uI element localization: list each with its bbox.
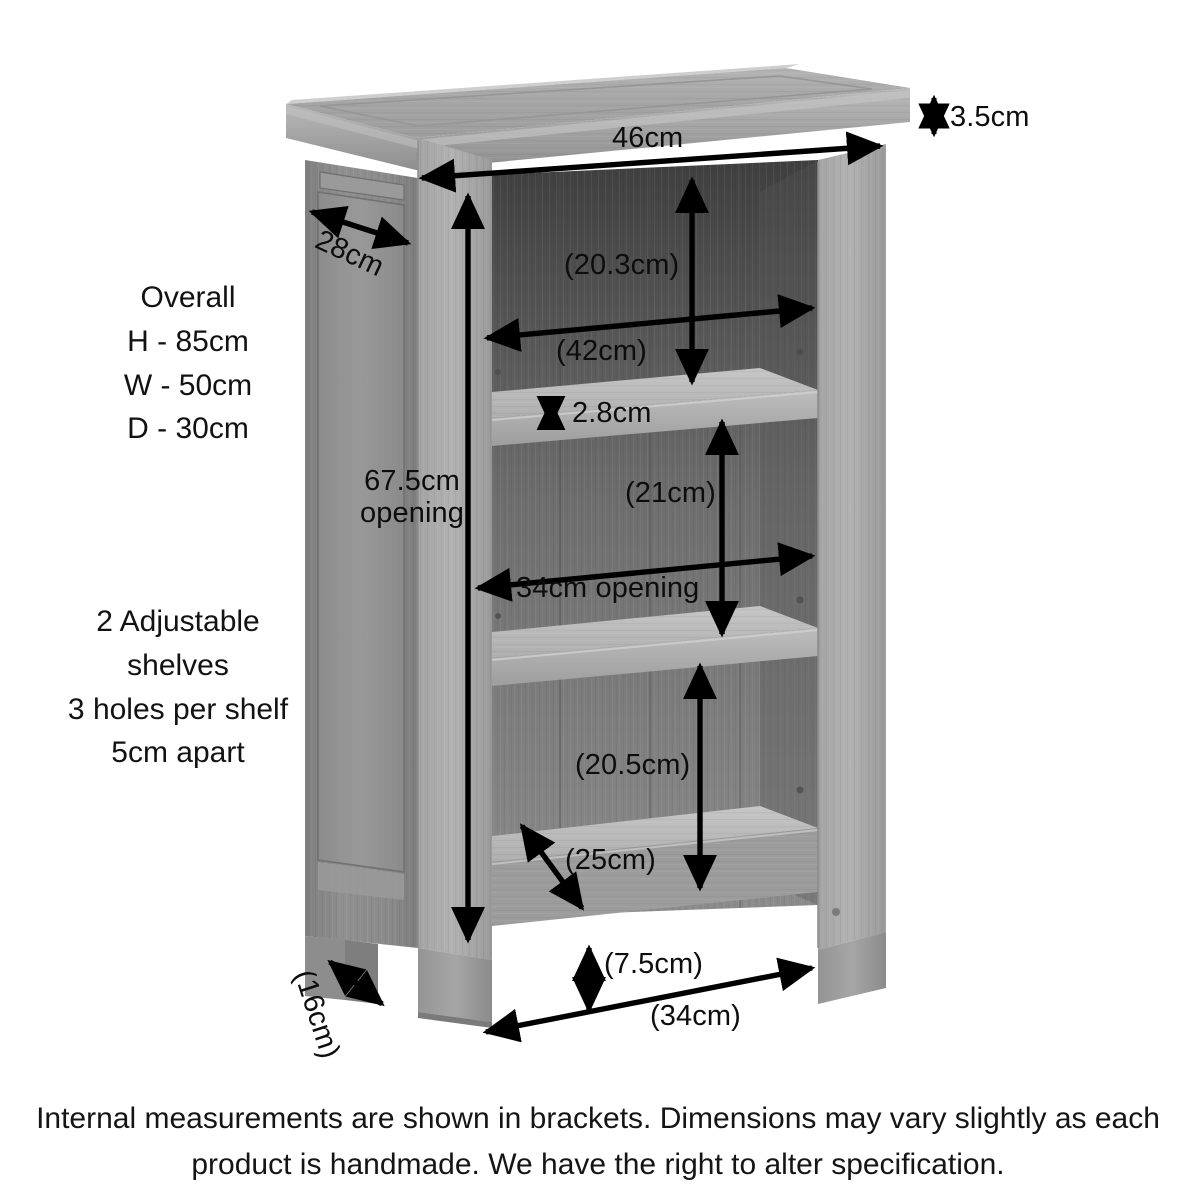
top-slab [286, 64, 910, 170]
label-internal-depth: (25cm) [565, 844, 656, 876]
label-bottom-shelf-height: (20.5cm) [575, 749, 691, 781]
front-right-stile [817, 144, 886, 1004]
label-shelf-thickness: 2.8cm [572, 397, 652, 429]
label-mid-opening-width: 34cm opening [516, 572, 700, 604]
dimension-arrows [308, 94, 950, 1043]
label-opening-height: 67.5cm opening [360, 465, 464, 529]
adjustable-shelves-note: 2 Adjustable shelves 3 holes per shelf 5… [67, 605, 289, 770]
label-base-depth: (16cm) [287, 966, 347, 1063]
shelf-middle [491, 606, 819, 686]
footer-disclaimer: Internal measurements are shown in brack… [36, 1102, 1160, 1181]
overall-dimensions-text: Overall H - 85cm W - 50cm D - 30cm [123, 281, 253, 446]
label-top-thickness: 3.5cm [950, 101, 1030, 133]
front-left-stile [417, 138, 492, 1028]
label-mid-shelf-height: (21cm) [625, 477, 716, 509]
label-carcass-width: 46cm [612, 122, 684, 154]
label-base-width: (34cm) [650, 1000, 741, 1032]
label-shelf-width: (42cm) [556, 335, 647, 367]
label-top-shelf-height: (20.3cm) [564, 249, 680, 281]
label-leg-clearance: (7.5cm) [604, 948, 703, 980]
shelf-upper [491, 368, 819, 446]
